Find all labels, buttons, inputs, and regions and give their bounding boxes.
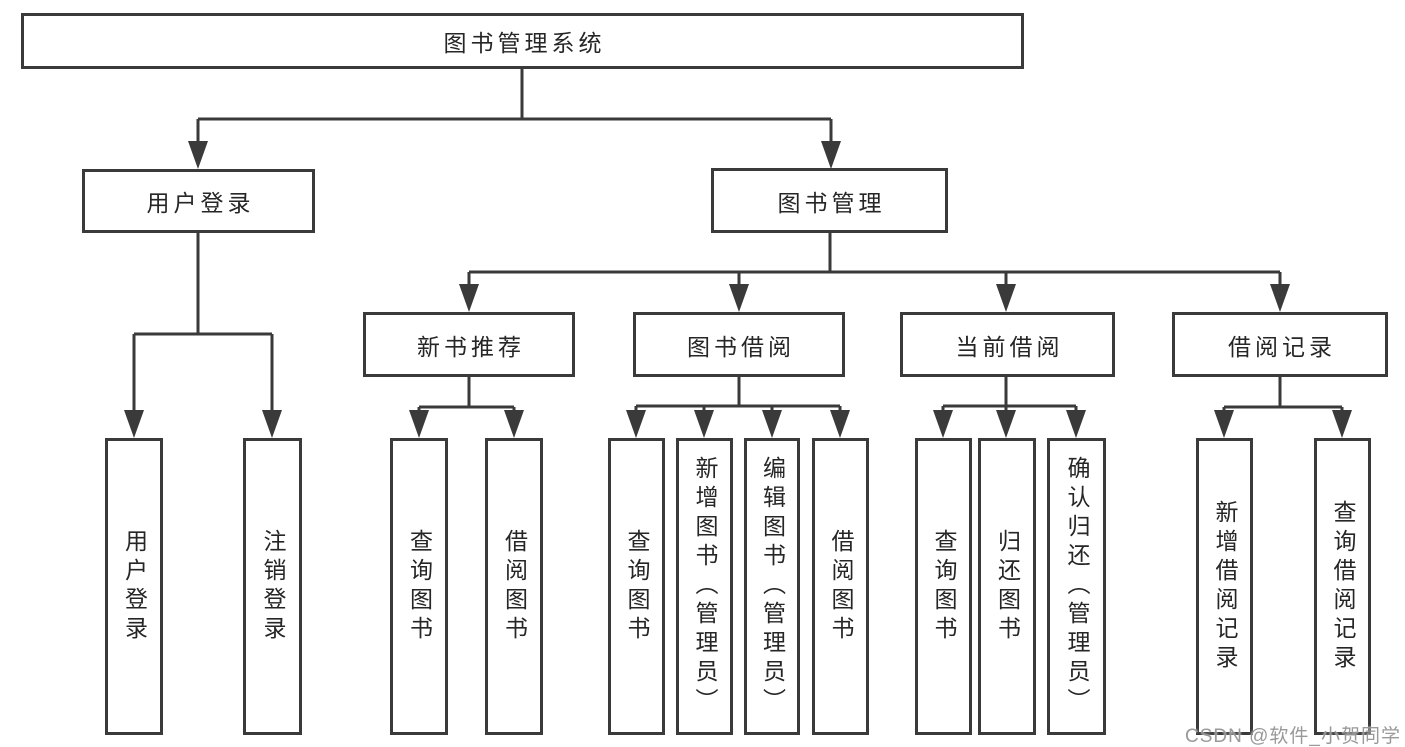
leaf-label: 借阅图书 <box>828 528 854 645</box>
leaf-borrowing-add-books-admin: 新增图书（管理员） <box>676 438 733 735</box>
node-label: 当前借阅 <box>955 333 1064 360</box>
node-borrowing-records: 借阅记录 <box>1172 312 1388 377</box>
leaf-current-return-books: 归还图书 <box>978 438 1036 735</box>
node-label: 图书借阅 <box>687 333 795 360</box>
node-new-book-recommendation: 新书推荐 <box>363 312 575 377</box>
node-book-borrowing: 图书借阅 <box>633 312 845 377</box>
node-label: 图书管理系统 <box>443 30 606 56</box>
node-label: 图书管理 <box>777 189 886 216</box>
node-user-login: 用户登录 <box>82 169 315 233</box>
leaf-current-query-books: 查询图书 <box>915 438 972 735</box>
node-library-management-system: 图书管理系统 <box>21 13 1024 69</box>
leaf-records-query-record: 查询借阅记录 <box>1314 438 1371 735</box>
leaf-label: 新增借阅记录 <box>1212 499 1238 674</box>
node-label: 用户登录 <box>146 190 255 216</box>
leaf-label: 查询图书 <box>624 528 650 645</box>
leaf-recommend-query-books: 查询图书 <box>390 438 448 735</box>
leaf-label: 用户登录 <box>121 528 148 645</box>
leaf-label: 新增图书（管理员） <box>692 456 718 717</box>
node-book-management: 图书管理 <box>711 168 948 233</box>
csdn-watermark: CSDN @软件_小贺同学 <box>1185 726 1401 747</box>
leaf-user-login: 用户登录 <box>105 438 163 735</box>
leaf-label: 查询借阅记录 <box>1330 499 1356 674</box>
leaf-borrowing-borrow-books: 借阅图书 <box>812 438 869 735</box>
node-label: 借阅记录 <box>1228 333 1336 360</box>
leaf-label: 查询图书 <box>406 528 433 645</box>
leaf-label: 确认归还（管理员） <box>1064 456 1090 717</box>
leaf-logout: 注销登录 <box>243 438 302 735</box>
leaf-records-add-record: 新增借阅记录 <box>1196 438 1253 735</box>
leaf-borrowing-edit-books-admin: 编辑图书（管理员） <box>744 438 800 735</box>
leaf-label: 编辑图书（管理员） <box>759 456 786 717</box>
leaf-label: 归还图书 <box>994 528 1021 645</box>
leaf-label: 注销登录 <box>260 528 286 645</box>
node-current-borrowing: 当前借阅 <box>900 312 1115 377</box>
node-label: 新书推荐 <box>417 333 525 360</box>
leaf-label: 借阅图书 <box>501 528 528 645</box>
leaf-label: 查询图书 <box>931 528 957 645</box>
leaf-current-confirm-return-admin: 确认归还（管理员） <box>1047 438 1106 735</box>
leaf-recommend-borrow-books: 借阅图书 <box>485 438 543 735</box>
leaf-borrowing-query-books: 查询图书 <box>608 438 665 735</box>
